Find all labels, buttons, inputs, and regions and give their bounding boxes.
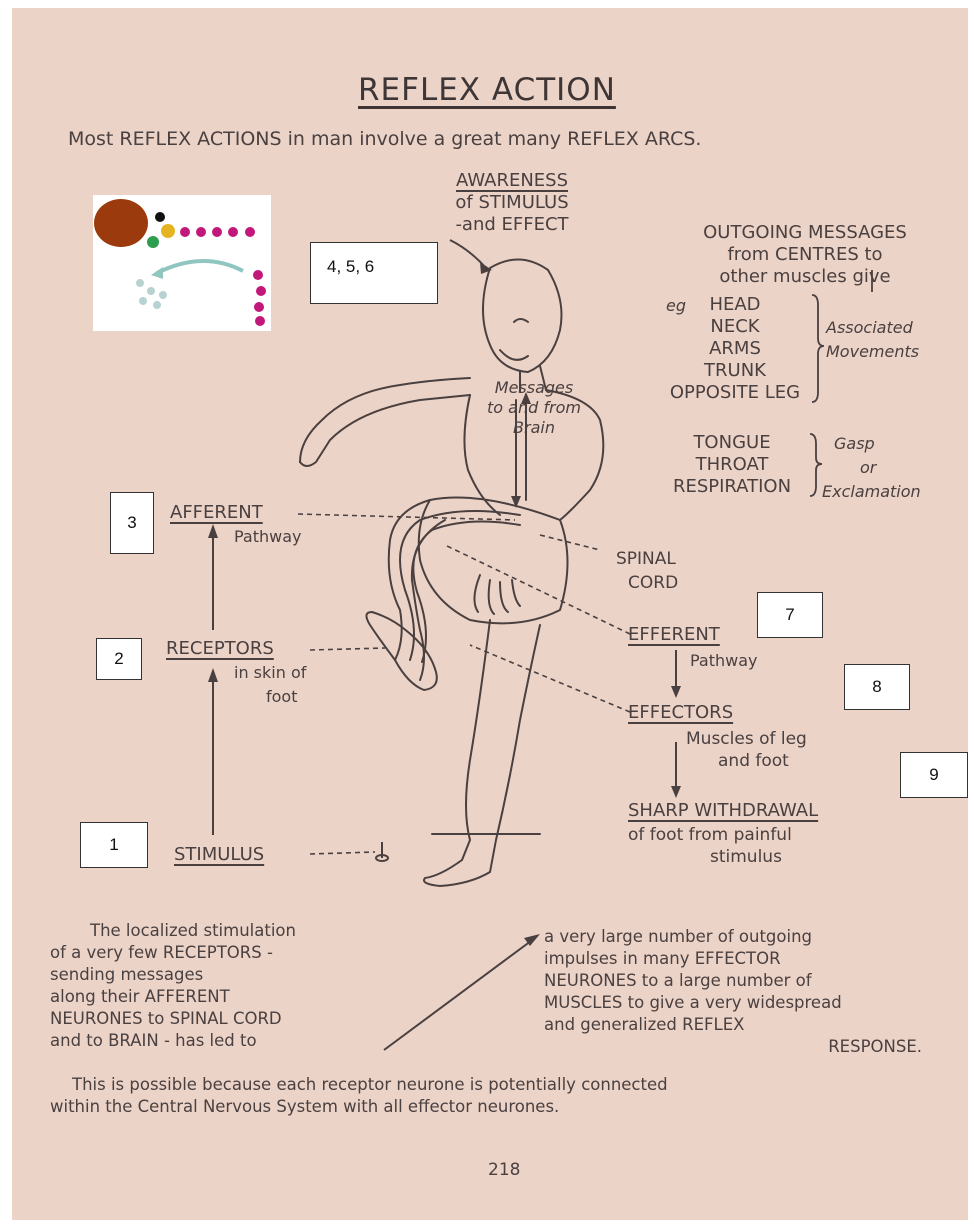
outgoing-item-opposite-leg: OPPOSITE LEG: [652, 382, 818, 404]
exclamation-label: Exclamation: [822, 482, 921, 501]
outgoing-line3: other muscles give: [670, 266, 940, 288]
effectors-sub2: and foot: [718, 750, 789, 772]
spinal-label: SPINAL: [616, 548, 676, 570]
gasp-or-label: or: [860, 458, 876, 477]
effectors-sub1: Muscles of leg: [686, 728, 807, 750]
outgoing-item-head: HEAD: [652, 294, 818, 316]
messages-line3: Brain: [474, 418, 594, 438]
number-box-4-5-6: 4, 5, 6: [310, 242, 438, 304]
bottom-left-line: of a very few RECEPTORS -: [50, 942, 296, 964]
afferent-pathway-label: Pathway: [234, 526, 302, 548]
efferent-pathway-label: Pathway: [690, 650, 758, 672]
movements-label: Movements: [826, 342, 919, 361]
gasp-label: Gasp: [834, 434, 875, 453]
number-box-2: 2: [96, 638, 142, 680]
bottom-left-paragraph: The localized stimulation of a very few …: [50, 920, 296, 1052]
withdrawal-sub1: of foot from painful: [628, 824, 792, 846]
bottom-left-line: along their AFFERENT: [50, 986, 296, 1008]
bottom-right-line: impulses in many EFFECTOR: [544, 948, 922, 970]
stimulus-label: STIMULUS: [174, 844, 264, 866]
bottom-right-line: MUSCLES to give a very widespread: [544, 992, 922, 1014]
cord-label: CORD: [628, 572, 678, 594]
afferent-label: AFFERENT: [170, 502, 263, 524]
effectors-label: EFFECTORS: [628, 702, 733, 724]
number-box-3: 3: [110, 492, 154, 554]
head-outline: [483, 259, 562, 372]
associated-label: Associated: [826, 318, 913, 337]
bottom-right-paragraph: a very large number of outgoing impulses…: [544, 926, 922, 1058]
outgoing-item-trunk: TRUNK: [652, 360, 818, 382]
awareness-label: AWARENESS of STIMULUS -and EFFECT: [428, 170, 596, 236]
messages-line1: Messages: [474, 378, 594, 398]
messages-label: Messages to and from Brain: [474, 378, 594, 438]
associated-movements-list: HEAD NECK ARMS TRUNK OPPOSITE LEG: [652, 294, 818, 404]
receptors-label: RECEPTORS: [166, 638, 274, 660]
number-box-8: 8: [844, 664, 910, 710]
bottom-right-line: and generalized REFLEX: [544, 1014, 922, 1036]
number-box-9: 9: [900, 752, 968, 798]
number-box-1: 1: [80, 822, 148, 868]
bottom-right-line: NEURONES to a large number of: [544, 970, 922, 992]
awareness-heading: AWARENESS: [428, 170, 596, 192]
left-arm: [300, 378, 470, 462]
awareness-line3: -and EFFECT: [428, 214, 596, 236]
number-box-7: 7: [757, 592, 823, 638]
bottom-right-line: RESPONSE.: [544, 1036, 922, 1058]
receptors-sub2: foot: [266, 686, 297, 708]
footer-text: This is possible because each receptor n…: [50, 1074, 668, 1118]
hips: [419, 498, 568, 624]
bottom-left-line: NEURONES to SPINAL CORD: [50, 1008, 296, 1030]
outgoing-line1: OUTGOING MESSAGES: [670, 222, 940, 244]
standing-leg: [424, 620, 540, 886]
gasp-item-throat: THROAT: [652, 454, 812, 476]
bottom-left-line: and to BRAIN - has led to: [50, 1030, 296, 1052]
withdrawal-sub2: stimulus: [710, 846, 782, 868]
efferent-label: EFFERENT: [628, 624, 720, 646]
raised-thigh: [389, 500, 430, 660]
footer-line: within the Central Nervous System with a…: [50, 1096, 668, 1118]
withdrawal-label: SHARP WITHDRAWAL: [628, 800, 818, 822]
bottom-right-line: a very large number of outgoing: [544, 926, 922, 948]
outgoing-item-arms: ARMS: [652, 338, 818, 360]
outgoing-line2: from CENTRES to: [670, 244, 940, 266]
messages-line2: to and from: [474, 398, 594, 418]
bottom-left-line: sending messages: [50, 964, 296, 986]
gasp-list: TONGUE THROAT RESPIRATION: [652, 432, 812, 498]
receptors-sub1: in skin of: [234, 662, 306, 684]
bottom-left-line: The localized stimulation: [50, 920, 296, 942]
page-number: 218: [488, 1160, 520, 1180]
outgoing-messages-label: OUTGOING MESSAGES from CENTRES to other …: [670, 222, 940, 288]
awareness-line2: of STIMULUS: [428, 192, 596, 214]
footer-line: This is possible because each receptor n…: [50, 1074, 668, 1096]
gasp-item-respiration: RESPIRATION: [652, 476, 812, 498]
gasp-item-tongue: TONGUE: [652, 432, 812, 454]
outgoing-item-neck: NECK: [652, 316, 818, 338]
